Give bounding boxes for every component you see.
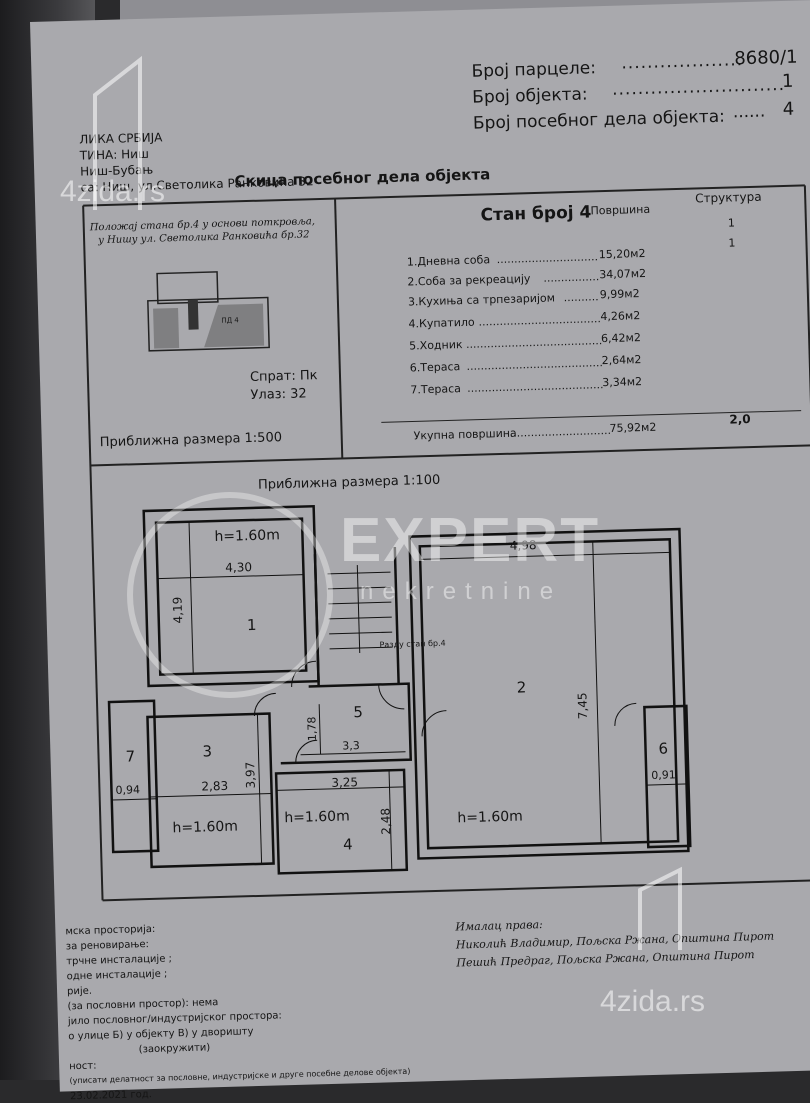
dim-line [318,704,322,755]
door-swing [614,702,637,726]
page-frame [82,184,810,902]
dim-line [149,793,272,798]
door-swing [378,684,405,710]
minimap-apt-area [204,303,265,348]
dim-line [188,521,194,674]
location-minimap [147,271,270,352]
dim-line [157,574,304,580]
stair-center [356,565,361,654]
minimap-stair [187,299,199,330]
expert-logo-circle [127,492,333,698]
door-swing [295,739,318,763]
watermark-expert: EXPERT [340,506,601,575]
minimap-neighbor-area [153,307,180,349]
watermark-house-icon [93,55,682,950]
door-swings [253,660,637,763]
wall-room-4 [274,768,409,875]
wall-stair-right [393,546,400,685]
door-swing [291,660,316,687]
dim-line [592,541,602,844]
watermark-4zida-top: 4zida.rs [60,175,166,208]
total-separator [381,410,802,423]
house-icon [638,866,682,950]
minimap-block-2 [147,296,270,352]
frame-divider-horizontal [90,444,810,467]
stair-step [328,616,392,620]
dim-line [646,783,689,786]
door-swing [421,710,447,737]
stair-step [328,601,392,605]
watermark-4zida-bottom: 4zida.rs [600,985,706,1018]
staircase [327,565,393,654]
dim-line [300,751,406,756]
dim-line [420,551,671,560]
wall-room-2 [408,527,690,860]
house-icon [93,55,142,210]
footer-line: 23.02.2021 год. [69,1089,153,1103]
frame-bottom-line [102,879,810,902]
floor-plan [107,504,692,875]
wall-room-3 [146,712,275,869]
wall-room-7 [107,699,160,854]
stair-step [329,646,393,650]
wall-stair-left [313,554,320,687]
stair-step [327,571,391,575]
dim-line [256,713,263,864]
wall-room-6 [643,704,692,849]
frame-divider-vertical [334,198,344,459]
frame-top-line [83,184,805,207]
dim-line [111,798,157,801]
stair-step [327,586,391,590]
frame-right-line [803,185,810,881]
inner-wall-room-2 [418,538,680,850]
dimension-lines [111,521,689,871]
door-swing [253,692,276,717]
stair-step [329,631,393,635]
document-page: Број парцеле: ................... 8680/1… [30,0,810,1102]
inner-wall-room-1 [154,517,308,676]
watermark-expert-sub: nekretnine [360,578,563,605]
dim-line [388,770,393,871]
frame-left-line [82,205,104,901]
dim-line [276,786,405,791]
wall-room-5 [280,682,413,765]
